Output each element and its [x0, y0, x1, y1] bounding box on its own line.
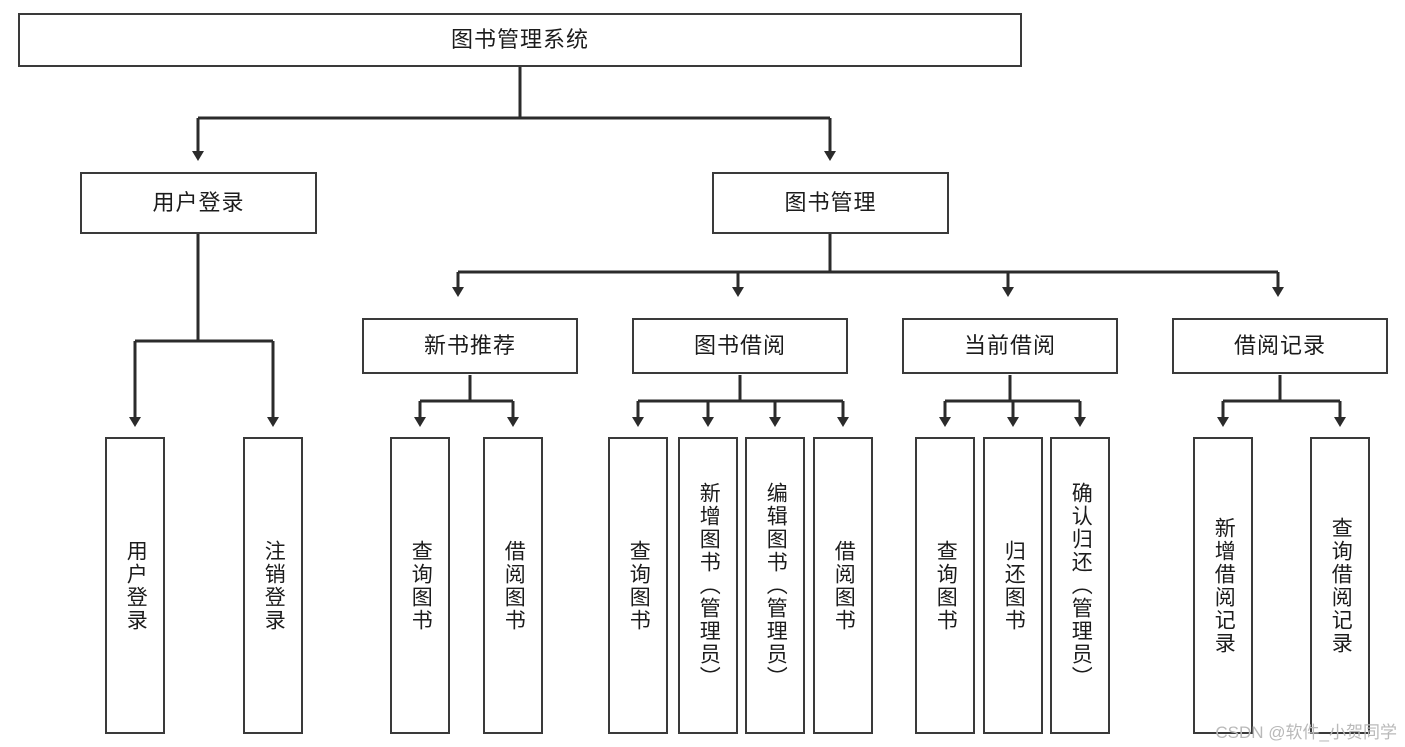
node-label: 查询借阅记录: [1329, 516, 1353, 655]
node-user-login[interactable]: 用户登录: [80, 172, 317, 234]
node-label: 新增图书（管理员）: [697, 482, 721, 689]
node-label: 用户登录: [152, 189, 245, 215]
node-label: 新书推荐: [423, 332, 516, 358]
node-label: 确认归还（管理员）: [1069, 482, 1093, 689]
node-current-borrow[interactable]: 当前借阅: [902, 318, 1118, 374]
watermark-text: CSDN @软件_小贺同学: [1215, 723, 1397, 742]
leaf-edit-book-admin[interactable]: 编辑图书（管理员）: [745, 437, 805, 734]
leaf-add-borrow-record[interactable]: 新增借阅记录: [1193, 437, 1253, 734]
node-book-borrow[interactable]: 图书借阅: [632, 318, 848, 374]
node-label: 查询图书: [409, 539, 433, 632]
leaf-add-book-admin[interactable]: 新增图书（管理员）: [678, 437, 738, 734]
node-label: 当前借阅: [963, 332, 1056, 358]
node-label: 归还图书: [1002, 539, 1026, 632]
leaf-query-borrow-record[interactable]: 查询借阅记录: [1310, 437, 1370, 734]
node-label: 查询图书: [627, 539, 651, 632]
leaf-logout[interactable]: 注销登录: [243, 437, 303, 734]
leaf-borrow-book[interactable]: 借阅图书: [813, 437, 873, 734]
node-label: 查询图书: [934, 539, 958, 632]
node-label: 编辑图书（管理员）: [764, 482, 788, 689]
leaf-user-login[interactable]: 用户登录: [105, 437, 165, 734]
node-label: 新增借阅记录: [1212, 516, 1236, 655]
leaf-query-book-borrow[interactable]: 查询图书: [608, 437, 668, 734]
node-label: 借阅图书: [502, 539, 526, 632]
node-borrow-record[interactable]: 借阅记录: [1172, 318, 1388, 374]
node-label: 图书管理: [784, 189, 877, 215]
node-label: 借阅图书: [832, 539, 856, 632]
node-book-management[interactable]: 图书管理: [712, 172, 949, 234]
node-root-system[interactable]: 图书管理系统: [18, 13, 1022, 67]
node-label: 用户登录: [124, 539, 148, 632]
leaf-query-book-recommend[interactable]: 查询图书: [390, 437, 450, 734]
node-label: 注销登录: [262, 539, 286, 632]
node-label: 图书借阅: [693, 332, 786, 358]
leaf-query-book-current[interactable]: 查询图书: [915, 437, 975, 734]
node-label: 图书管理系统: [450, 26, 589, 52]
leaf-confirm-return-admin[interactable]: 确认归还（管理员）: [1050, 437, 1110, 734]
leaf-borrow-book-recommend[interactable]: 借阅图书: [483, 437, 543, 734]
node-label: 借阅记录: [1233, 332, 1326, 358]
leaf-return-book[interactable]: 归还图书: [983, 437, 1043, 734]
node-new-book-recommend[interactable]: 新书推荐: [362, 318, 578, 374]
